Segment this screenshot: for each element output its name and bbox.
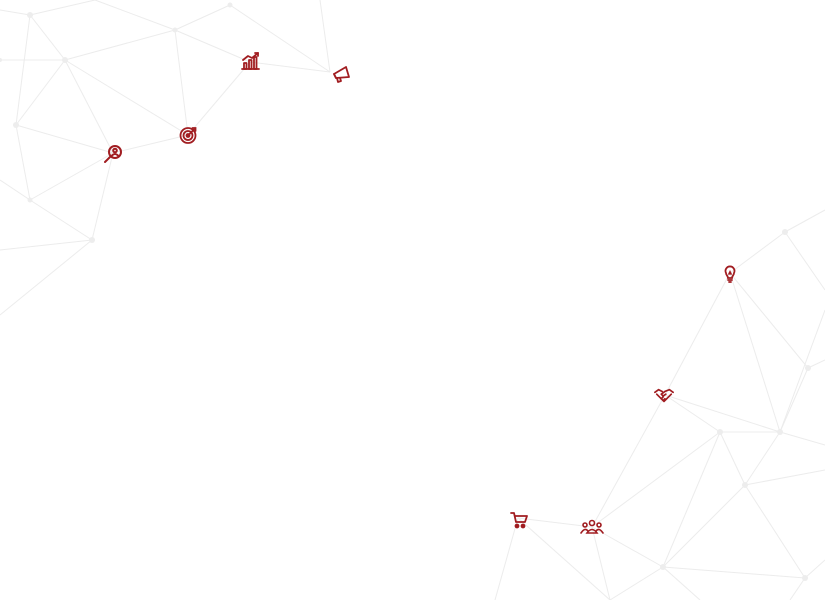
shopping-cart-icon: [509, 510, 529, 530]
handshake-icon: [654, 386, 674, 406]
search-person-icon: [103, 144, 123, 164]
lightbulb-icon: [720, 264, 740, 284]
megaphone-icon: [331, 64, 351, 84]
group-people-icon: [580, 517, 604, 537]
growth-chart-icon: [240, 51, 260, 71]
target-icon: [178, 125, 198, 145]
